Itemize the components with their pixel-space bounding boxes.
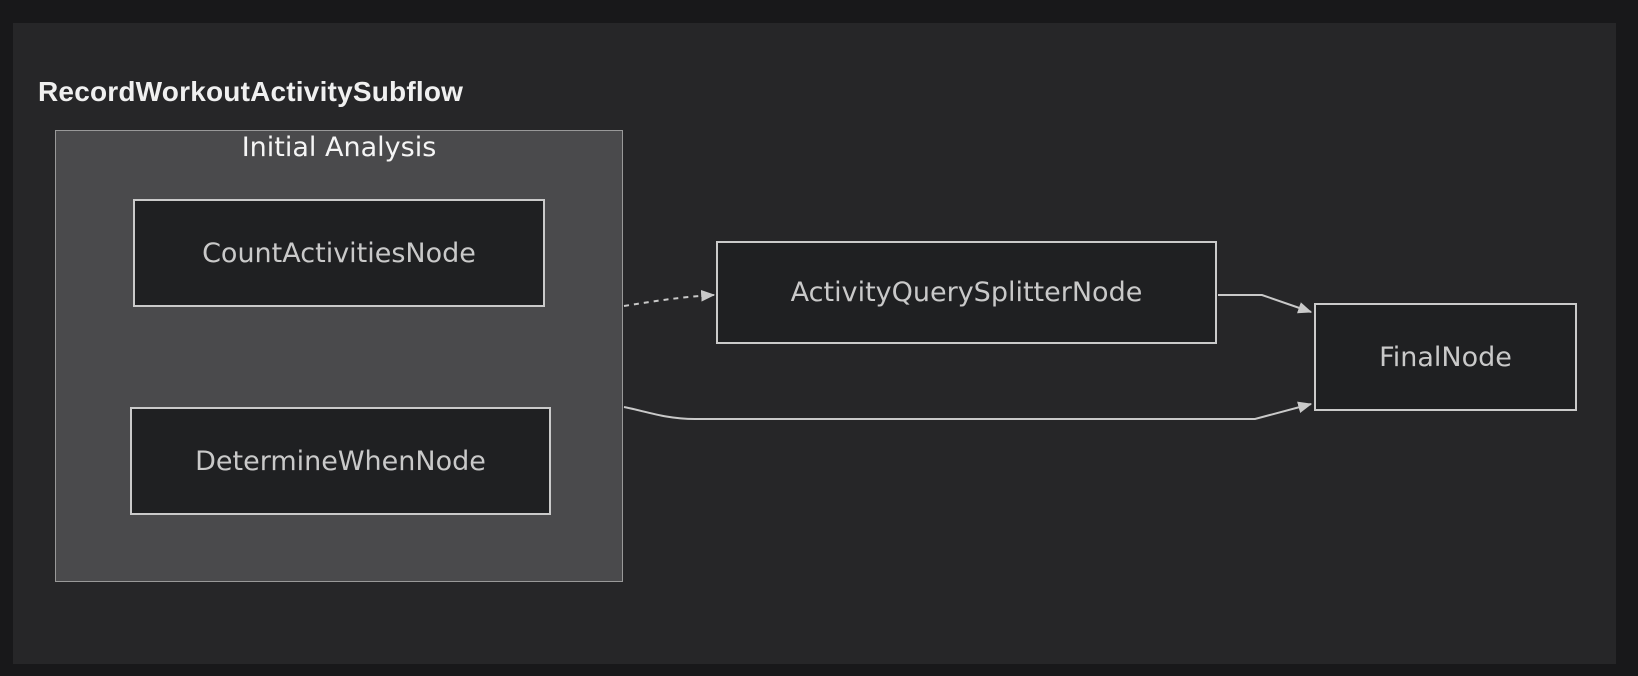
node-final: FinalNode [1314, 303, 1577, 411]
node-count-activities: CountActivitiesNode [133, 199, 545, 307]
node-label: CountActivitiesNode [202, 237, 476, 269]
node-label: FinalNode [1379, 341, 1512, 373]
diagram-title: RecordWorkoutActivitySubflow [38, 76, 464, 107]
node-activity-query-splitter: ActivityQuerySplitterNode [716, 241, 1217, 344]
node-label: DetermineWhenNode [195, 445, 486, 477]
cluster-label: Initial Analysis [241, 132, 437, 163]
node-label: ActivityQuerySplitterNode [790, 277, 1143, 308]
node-determine-when: DetermineWhenNode [130, 407, 551, 515]
